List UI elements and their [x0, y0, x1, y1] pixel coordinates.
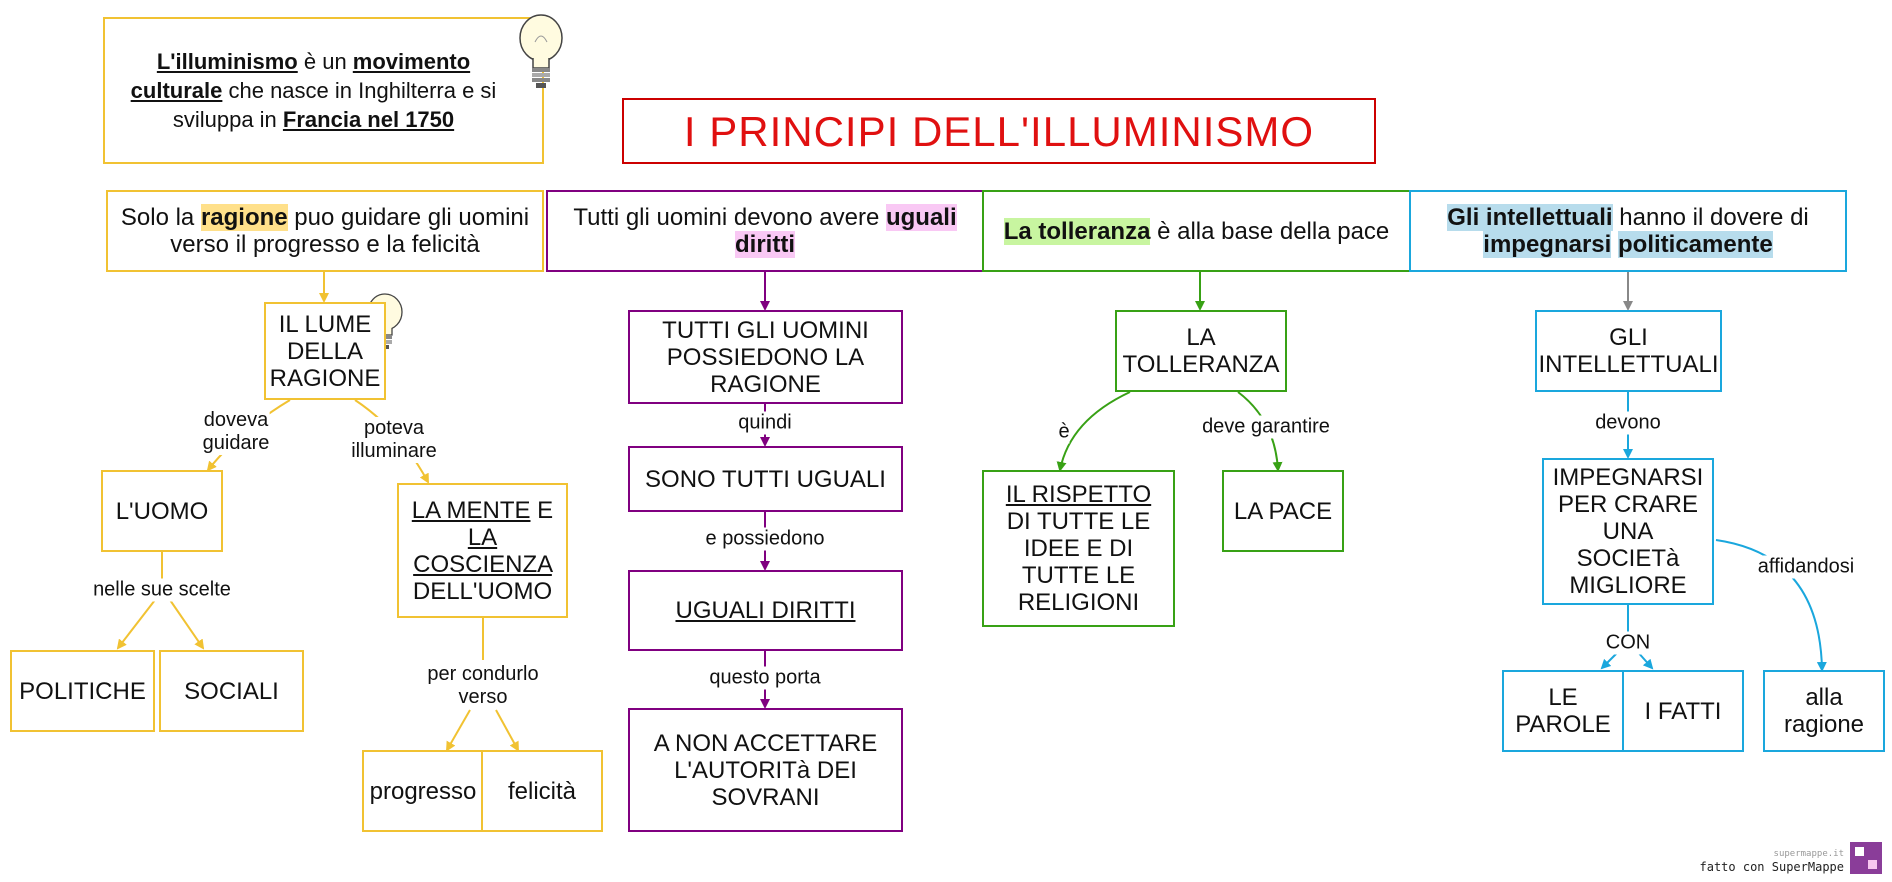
- label-deve-garantire: deve garantire: [1202, 415, 1330, 439]
- tolleranza-highlight: La tolleranza: [1003, 217, 1151, 245]
- node-uomo: L'UOMO: [101, 470, 223, 552]
- header-tolleranza: La tolleranza è alla base della pace: [982, 190, 1411, 272]
- node-sociali: SOCIALI: [159, 650, 304, 732]
- node-progresso: progresso: [362, 750, 484, 832]
- node-impegnarsi-societa: IMPEGNARSI PER CRARE UNA SOCIETà MIGLIOR…: [1542, 458, 1714, 605]
- node-le-parole: LE PAROLE: [1502, 670, 1624, 752]
- spacer: [1611, 231, 1618, 258]
- header-ragione-text: Solo la: [120, 204, 201, 231]
- lightbulb-icon: [519, 14, 563, 88]
- header-uguali-diritti: Tutti gli uomini devono avere uguali dir…: [546, 190, 984, 272]
- node-felicita: felicità: [481, 750, 603, 832]
- label-nelle-sue-scelte: nelle sue scelte: [93, 578, 231, 602]
- movimento-culturale-term: movimento culturale: [130, 49, 471, 103]
- header-intellettuali: Gli intellettuali hanno il dovere di imp…: [1409, 190, 1847, 272]
- header-tolleranza-text: è alla base della pace: [1150, 217, 1390, 245]
- rispetto-rest: DI TUTTE LE IDEE E DI TUTTE LE RELIGIONI: [1006, 508, 1151, 616]
- illuminismo-term: L'illuminismo: [156, 49, 298, 74]
- label-questo-porta: questo porta: [709, 666, 821, 690]
- label-doveva-guidare: doveva guidare: [202, 409, 270, 455]
- francia-1750-term: Francia nel 1750: [282, 107, 455, 132]
- header-uguali-text: Tutti gli uomini devono avere: [573, 204, 886, 231]
- node-politiche: POLITICHE: [10, 650, 155, 732]
- header-intellettuali-text: hanno il dovere di: [1612, 204, 1809, 231]
- supermappe-logo[interactable]: supermappe.it fatto con SuperMappe: [1700, 842, 1882, 874]
- logo-caption: fatto con SuperMappe: [1699, 860, 1845, 874]
- politicamente-highlight: politicamente: [1618, 231, 1773, 258]
- rispetto-text: IL RISPETTO: [1005, 481, 1152, 508]
- label-poteva-illuminare: poteva illuminare: [351, 417, 437, 463]
- logo-text: supermappe.it fatto con SuperMappe: [1700, 848, 1845, 874]
- node-mente-coscienza: LA MENTE E LA COSCIENZA DELL'UOMO: [397, 483, 568, 618]
- label-quindi: quindi: [738, 411, 792, 435]
- logo-url: supermappe.it: [1773, 849, 1844, 859]
- intellettuali-highlight: Gli intellettuali: [1447, 204, 1613, 231]
- header-ragione: Solo la ragione puo guidare gli uomini v…: [106, 190, 544, 272]
- ragione-highlight: ragione: [200, 204, 288, 231]
- node-la-tolleranza: LA TOLLERANZA: [1115, 310, 1287, 392]
- page-title: I PRINCIPI DELL'ILLUMINISMO: [622, 98, 1376, 164]
- label-e: è: [1058, 420, 1070, 444]
- node-tutti-uguali: SONO TUTTI UGUALI: [628, 446, 903, 512]
- dell-uomo-text: DELL'UOMO: [412, 577, 553, 605]
- mente-text: LA MENTE: [411, 496, 531, 524]
- label-per-condurlo-verso: per condurlo verso: [427, 663, 539, 709]
- impegnarsi-highlight: impegnarsi: [1483, 231, 1612, 258]
- intro-text-1: è un: [297, 49, 353, 74]
- label-devono: devono: [1595, 411, 1661, 435]
- label-e-possiedono: e possiedono: [705, 527, 825, 551]
- node-lume-ragione: IL LUME DELLA RAGIONE: [264, 302, 386, 400]
- node-la-pace: LA PACE: [1222, 470, 1344, 552]
- node-uguali-diritti: UGUALI DIRITTI: [628, 570, 903, 651]
- intro-text-2: che nasce in Inghilterra e si sviluppa i…: [172, 78, 497, 132]
- node-alla-ragione: alla ragione: [1763, 670, 1885, 752]
- node-gli-intellettuali: GLI INTELLETTUALI: [1535, 310, 1722, 392]
- node-possiedono-ragione: TUTTI GLI UOMINI POSSIEDONO LA RAGIONE: [628, 310, 903, 404]
- node-non-accettare-autorita: A NON ACCETTARE L'AUTORITà DEI SOVRANI: [628, 708, 903, 832]
- coscienza-text: LA COSCIENZA: [413, 523, 552, 578]
- mente-e: E: [530, 496, 554, 524]
- supermappe-logo-icon: [1850, 842, 1882, 874]
- intro-definition: L'illuminismo è un movimento culturale c…: [103, 17, 544, 164]
- label-affidandosi: affidandosi: [1757, 555, 1855, 579]
- label-con: CON: [1605, 631, 1651, 655]
- header-ragione-text-2: puo guidare gli uomini verso il progress…: [170, 204, 530, 258]
- node-i-fatti: I FATTI: [1622, 670, 1744, 752]
- node-rispetto: IL RISPETTO DI TUTTE LE IDEE E DI TUTTE …: [982, 470, 1175, 627]
